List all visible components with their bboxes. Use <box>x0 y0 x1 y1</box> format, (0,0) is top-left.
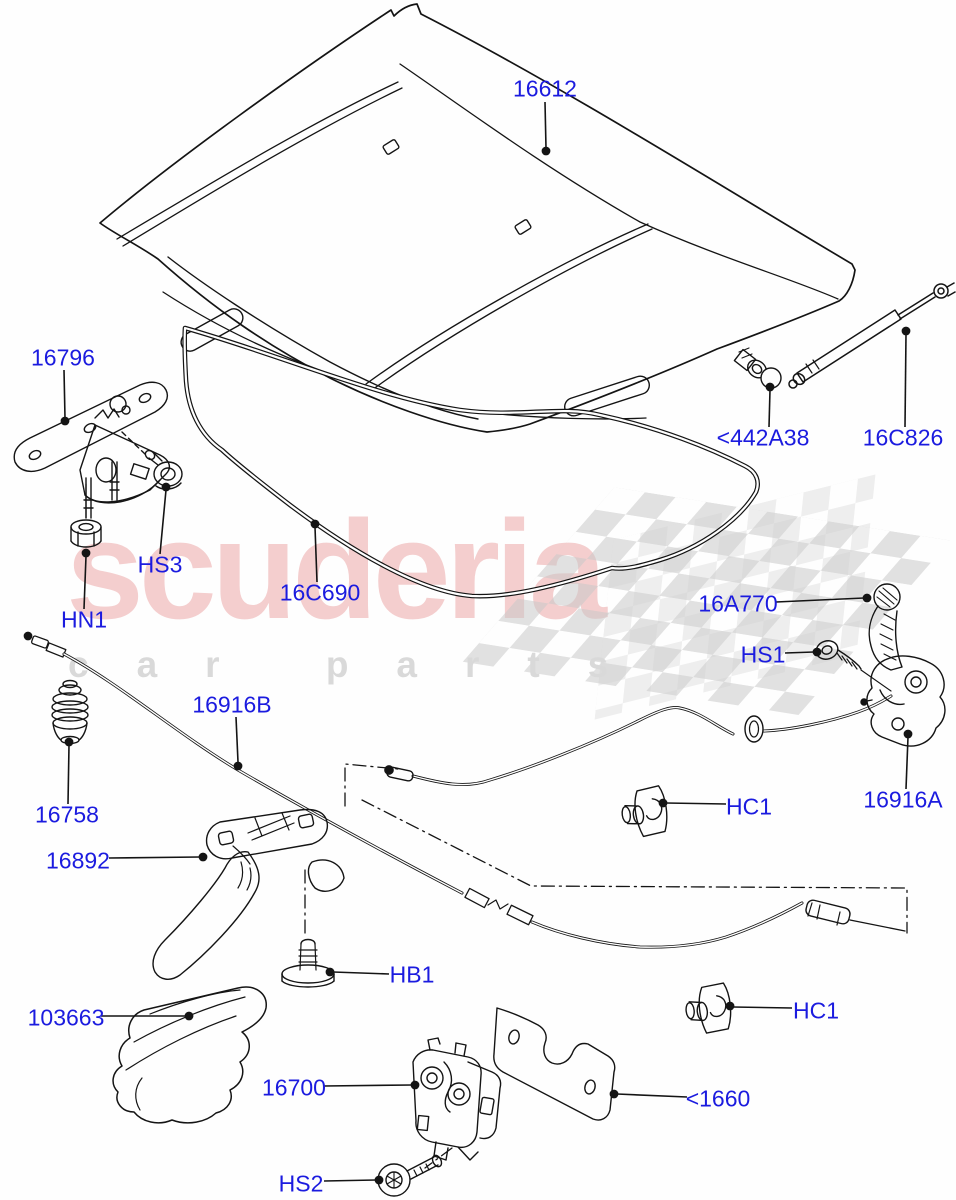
part-label-442A38: <442A38 <box>716 424 810 451</box>
hood-latch-lower-art <box>412 1037 502 1161</box>
part-label-HC1-lower: HC1 <box>792 997 840 1024</box>
anchor-dot-HS3 <box>161 482 171 492</box>
leader-line-442A38 <box>768 389 771 428</box>
cable-clip-upper-art <box>621 785 668 838</box>
insulator-pad-art <box>112 986 267 1124</box>
tagline-watermark: car parts <box>68 644 657 685</box>
leader-line-16C826 <box>904 333 907 428</box>
part-label-16796: 16796 <box>31 344 95 371</box>
hood-seal-art <box>182 325 760 599</box>
leader-line-HS2 <box>323 1179 377 1182</box>
part-label-16C690: 16C690 <box>279 579 361 606</box>
anchor-dot-103663 <box>184 1011 194 1021</box>
hinge-nut-hn1-art <box>70 483 102 548</box>
leader-line-16916B <box>235 716 239 763</box>
anchor-dot-16C826 <box>901 326 911 336</box>
leader-line-16C690 <box>314 526 318 583</box>
leader-line-HC1-upper <box>665 802 727 805</box>
leader-line-16916A <box>905 736 909 790</box>
hood-latch-upper-art <box>860 655 946 747</box>
part-label-HN1: HN1 <box>60 606 108 633</box>
hood-bumper-art <box>51 679 89 745</box>
anchor-dot-16A770 <box>862 593 872 603</box>
leader-line-16796 <box>63 369 66 419</box>
gas-strut-art <box>788 282 956 389</box>
lever-screw-hs1-art <box>815 640 892 692</box>
anchor-dot-16796 <box>60 416 70 426</box>
hood-hinge-art <box>13 381 171 519</box>
leader-line-16758 <box>67 744 70 805</box>
anchor-dot-HC1-lower <box>725 1001 735 1011</box>
anchor-dot-16758 <box>64 737 74 747</box>
part-label-HS2: HS2 <box>278 1170 324 1197</box>
part-label-16C826: 16C826 <box>862 424 944 451</box>
anchor-dot-HC1-upper <box>658 798 668 808</box>
part-label-16916B: 16916B <box>192 691 272 718</box>
leader-line-HS3 <box>159 489 167 555</box>
leader-line-16892 <box>108 856 201 859</box>
part-label-16A770: 16A770 <box>698 590 778 617</box>
anchor-dot-HS2 <box>374 1175 384 1185</box>
leader-line-16612 <box>544 101 547 149</box>
part-label-16612: 16612 <box>513 75 577 102</box>
anchor-dot-HB1 <box>325 967 335 977</box>
leader-line-HB1 <box>332 971 390 975</box>
leader-line-16A770 <box>775 597 865 603</box>
part-label-103663: 103663 <box>27 1004 105 1031</box>
handle-bolt-hb1-art <box>281 938 335 988</box>
part-label-HC1-upper: HC1 <box>725 793 773 820</box>
anchor-dot-16892 <box>198 852 208 862</box>
part-label-16700: 16700 <box>262 1074 326 1101</box>
washer-jet-hole-left <box>382 139 400 155</box>
anchor-dot-1660 <box>609 1089 619 1099</box>
part-label-16892: 16892 <box>46 847 110 874</box>
anchor-dot-16C690 <box>310 519 320 529</box>
part-label-HS3: HS3 <box>137 551 183 578</box>
latch-screw-hs2-art <box>377 1154 443 1197</box>
part-label-HB1: HB1 <box>389 961 435 988</box>
anchor-dot-16612 <box>541 146 551 156</box>
washer-jet-hole-right <box>514 219 532 235</box>
release-cable-rear-art <box>384 694 893 787</box>
reinforcement-plate-art <box>493 1007 616 1121</box>
part-label-16758: 16758 <box>35 801 99 828</box>
part-label-HS1: HS1 <box>740 641 786 668</box>
release-lever-art <box>868 583 903 671</box>
anchor-dot-HN1 <box>81 548 91 558</box>
hood-panel-art <box>99 3 856 433</box>
anchor-dot-16916B <box>233 761 243 771</box>
cable-clip-lower-art <box>685 982 732 1034</box>
leader-line-HS1 <box>784 651 815 654</box>
leader-line-1660 <box>616 1093 688 1098</box>
part-label-16916A: 16916A <box>863 786 943 813</box>
release-cable-front-art <box>23 631 906 949</box>
leader-line-HN1 <box>83 555 87 610</box>
leader-line-16700 <box>323 1084 413 1087</box>
anchor-dot-HS1 <box>812 647 822 657</box>
release-handle-art <box>152 808 345 980</box>
anchor-dot-16700 <box>410 1080 420 1090</box>
leader-line-HC1-lower <box>732 1006 793 1009</box>
ball-stud-art <box>733 347 782 389</box>
anchor-dot-442A38 <box>765 382 775 392</box>
part-label-1660: <1660 <box>685 1085 751 1112</box>
anchor-dot-16916A <box>903 729 913 739</box>
leader-lines-layer <box>60 101 913 1185</box>
